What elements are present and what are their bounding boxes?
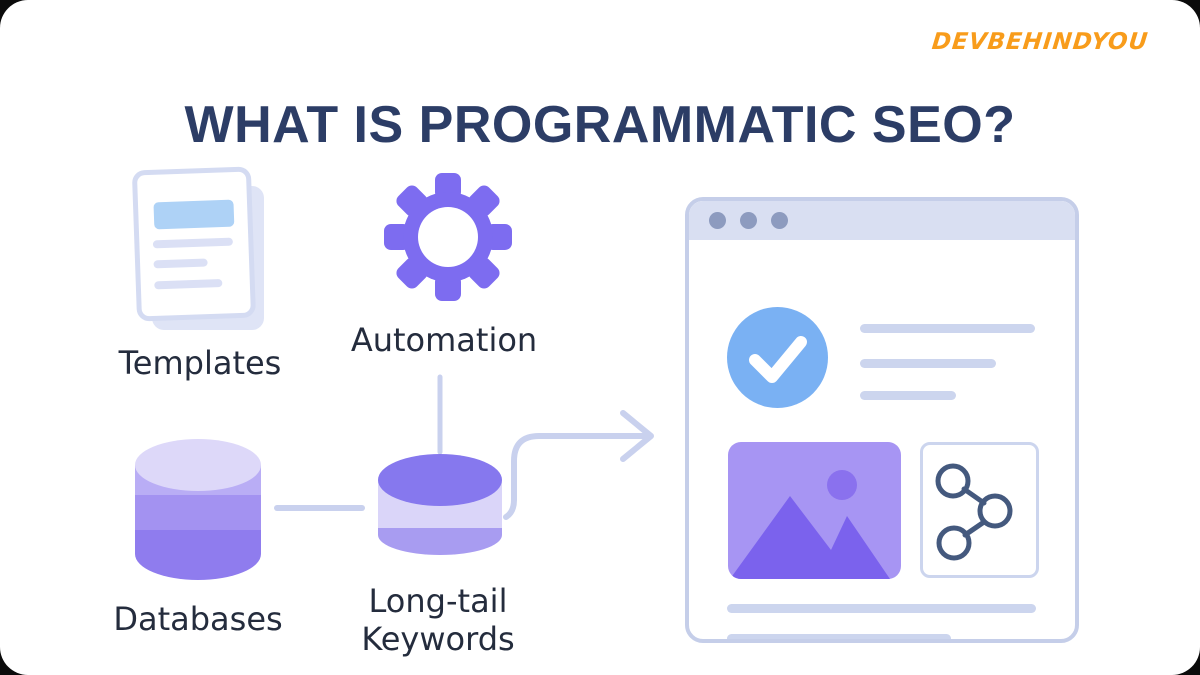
browser-title-bar: [689, 201, 1075, 240]
text-placeholder-line: [860, 391, 956, 400]
browser-window-illustration: [685, 197, 1079, 643]
image-placeholder-icon: [728, 442, 901, 579]
window-dot-icon: [709, 212, 726, 229]
text-placeholder-line: [860, 324, 1035, 333]
browser-content: [689, 240, 1075, 639]
long-tail-keywords-label: Long-tail Keywords: [361, 582, 515, 658]
gear-icon: [384, 173, 512, 301]
databases-label: Databases: [113, 600, 283, 638]
text-placeholder-line: [727, 604, 1036, 613]
page-title: WHAT IS PROGRAMMATIC SEO?: [184, 95, 1016, 154]
keywords-to-browser-arrow: [503, 433, 647, 520]
text-placeholder-line: [727, 634, 951, 639]
window-dot-icon: [771, 212, 788, 229]
window-dot-icon: [740, 212, 757, 229]
templates-label: Templates: [118, 344, 282, 382]
automation-label: Automation: [350, 321, 538, 359]
watermark: DEVBEHINDYOU: [930, 29, 1150, 55]
arrow-head-icon: [620, 410, 654, 462]
document-icon: [132, 166, 264, 330]
text-placeholder-line: [860, 359, 996, 368]
database-cylinder-icon: [135, 439, 261, 580]
database-cylinder-icon: [378, 454, 502, 555]
share-card: [920, 442, 1039, 578]
share-nodes-icon: [935, 463, 1013, 561]
checkmark-icon: [727, 307, 828, 408]
